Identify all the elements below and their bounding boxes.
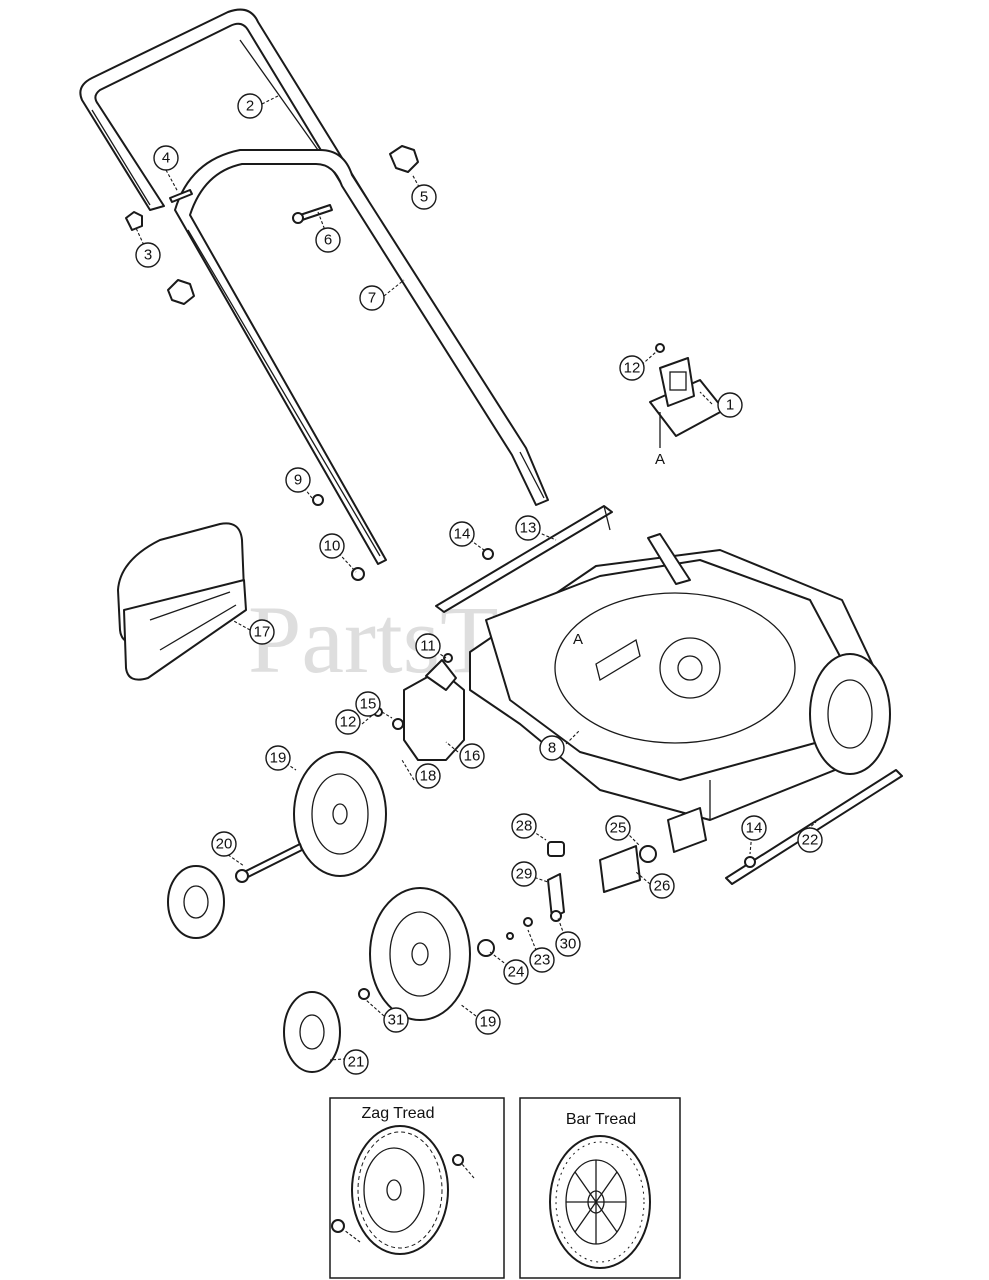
bolt-4	[169, 189, 193, 203]
svg-text:16: 16	[464, 748, 481, 765]
front-wheel	[369, 887, 471, 1021]
callout-3: 3	[135, 242, 161, 268]
callout-14-front: 14	[741, 815, 767, 841]
reference-letter-bracket: A	[655, 451, 665, 468]
svg-text:29: 29	[516, 866, 533, 883]
callout-15: 15	[355, 691, 381, 717]
callout-2: 2	[237, 93, 263, 119]
callout-10: 10	[319, 533, 345, 559]
callout-12-upper: 12	[619, 355, 645, 381]
inset-bar-title: Bar Tread	[566, 1111, 636, 1128]
svg-text:13: 13	[520, 520, 537, 537]
callout-31: 31	[383, 1007, 409, 1033]
small-hardware	[312, 494, 756, 1000]
handle-knob-left	[167, 279, 195, 305]
callout-6: 6	[315, 227, 341, 253]
bolt-6	[292, 204, 333, 224]
callout-19-rear: 19	[265, 745, 291, 771]
svg-text:25: 25	[610, 820, 627, 837]
svg-text:14: 14	[454, 526, 471, 543]
callout-22: 22	[797, 827, 823, 853]
height-adjuster	[599, 807, 707, 893]
callouts: 1 2 3 4 5 6 7 8 9 10 11 12 12 13 14 14 1…	[135, 93, 823, 1261]
svg-text:6: 6	[324, 232, 332, 249]
callout-20: 20	[211, 831, 237, 857]
svg-text:9: 9	[294, 472, 302, 489]
hinge-bracket	[403, 659, 465, 761]
svg-text:23: 23	[534, 952, 551, 969]
handle-knob-5	[389, 145, 419, 173]
callout-12-lower: 12	[335, 709, 361, 735]
svg-text:28: 28	[516, 818, 533, 835]
callout-24: 24	[503, 959, 529, 985]
svg-text:3: 3	[144, 247, 152, 264]
callout-9: 9	[285, 467, 311, 493]
svg-text:11: 11	[420, 638, 436, 655]
rear-bar	[435, 505, 613, 613]
callout-4: 4	[153, 145, 179, 171]
rear-wheel-left	[293, 751, 387, 877]
height-bracket	[649, 343, 725, 437]
svg-text:22: 22	[802, 832, 819, 849]
hubcap-left	[167, 865, 225, 939]
inset-zag-tread: Zag Tread	[329, 1097, 505, 1279]
callout-30: 30	[555, 931, 581, 957]
inset-zag-title: Zag Tread	[362, 1105, 435, 1122]
axle-bolt-20	[235, 843, 303, 883]
callout-19-front: 19	[475, 1009, 501, 1035]
svg-text:2: 2	[246, 98, 254, 115]
svg-text:12: 12	[340, 714, 357, 731]
svg-text:17: 17	[254, 624, 271, 641]
svg-text:7: 7	[368, 290, 376, 307]
svg-text:31: 31	[388, 1012, 405, 1029]
callout-29: 29	[511, 861, 537, 887]
svg-text:14: 14	[746, 820, 763, 837]
lower-handle	[174, 149, 549, 565]
hubcap-front	[283, 991, 341, 1073]
callout-21: 21	[343, 1049, 369, 1075]
callout-13: 13	[515, 515, 541, 541]
mower-deck	[469, 533, 881, 821]
callout-5: 5	[411, 184, 437, 210]
grass-catcher	[117, 522, 247, 681]
svg-text:5: 5	[420, 189, 428, 206]
callout-16: 16	[459, 743, 485, 769]
callout-8: 8	[539, 735, 565, 761]
callout-11: 11	[415, 633, 441, 659]
callout-18: 18	[415, 763, 441, 789]
callout-25: 25	[605, 815, 631, 841]
svg-text:1: 1	[726, 397, 734, 414]
callout-26: 26	[649, 873, 675, 899]
svg-text:8: 8	[548, 740, 556, 757]
lever-assembly	[547, 841, 565, 922]
svg-text:4: 4	[162, 150, 170, 167]
svg-text:15: 15	[360, 696, 377, 713]
svg-text:12: 12	[624, 360, 641, 377]
callout-28: 28	[511, 813, 537, 839]
reference-letter-deck: A	[573, 631, 583, 648]
inset-bar-tread: Bar Tread	[519, 1097, 681, 1279]
svg-text:19: 19	[480, 1014, 497, 1031]
callout-23: 23	[529, 947, 555, 973]
svg-text:18: 18	[420, 768, 437, 785]
svg-text:26: 26	[654, 878, 671, 895]
callout-17: 17	[249, 619, 275, 645]
upper-handle	[79, 8, 369, 211]
svg-text:19: 19	[270, 750, 287, 767]
callout-1: 1	[717, 392, 743, 418]
front-bar	[725, 769, 903, 885]
rear-wheel-right	[809, 653, 891, 775]
wing-nut-3	[125, 211, 143, 231]
svg-text:20: 20	[216, 836, 233, 853]
svg-text:30: 30	[560, 936, 577, 953]
svg-text:10: 10	[324, 538, 341, 555]
callout-14-rear: 14	[449, 521, 475, 547]
callout-7: 7	[359, 285, 385, 311]
svg-text:21: 21	[348, 1054, 365, 1071]
svg-text:24: 24	[508, 964, 525, 981]
